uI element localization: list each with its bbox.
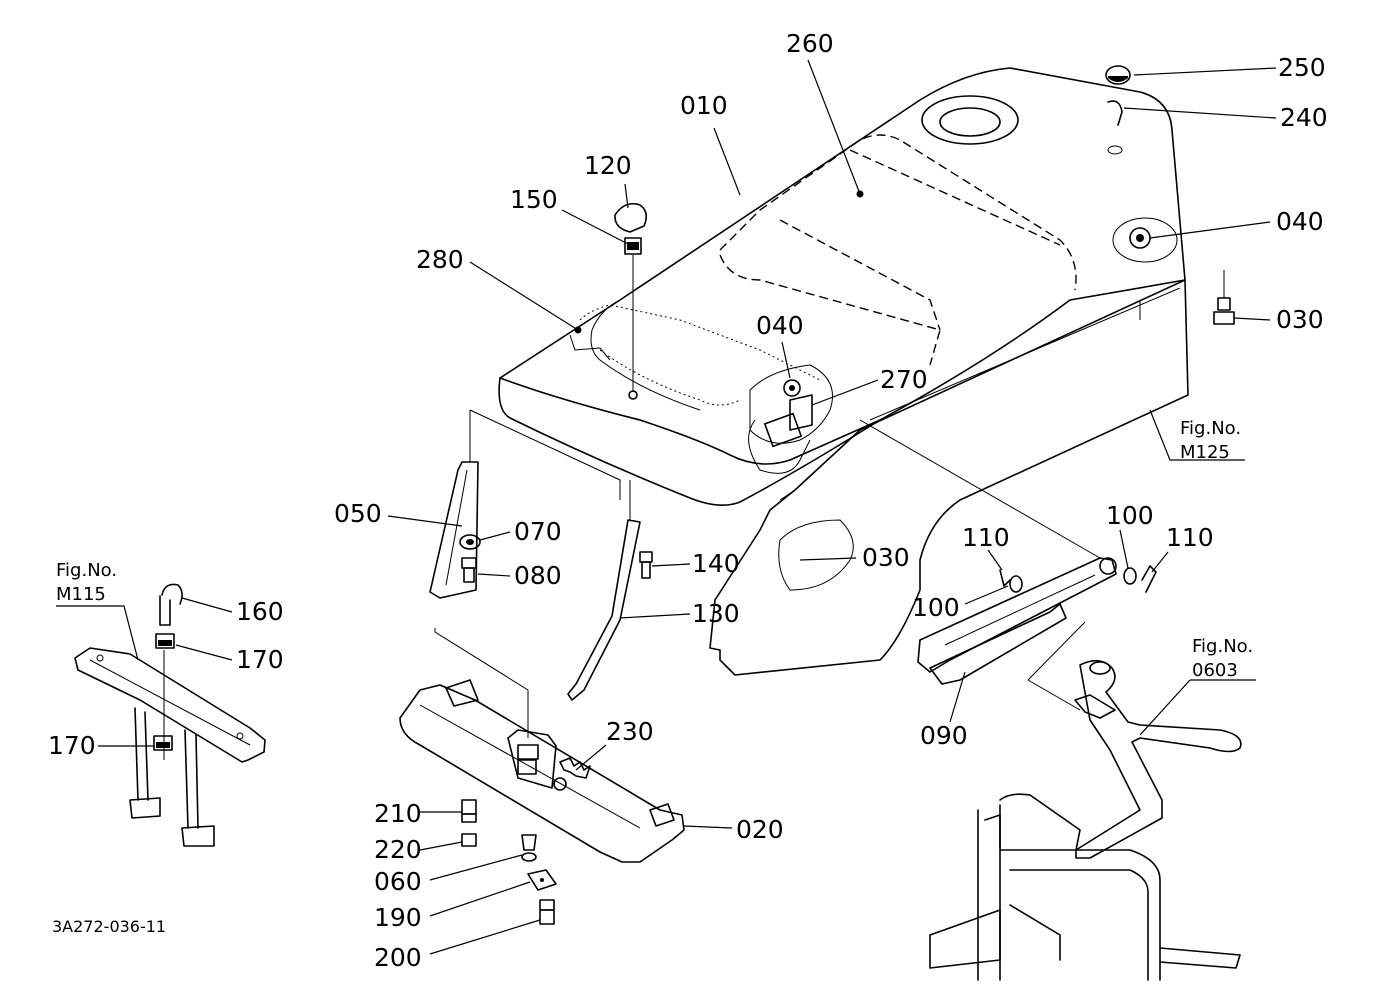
label-080: 080 — [514, 561, 562, 590]
bolt-030-right — [1213, 270, 1235, 325]
knob-120 — [614, 202, 648, 233]
strap-050 — [429, 409, 621, 599]
label-100-top: 100 — [1106, 501, 1154, 530]
pin-160 — [159, 583, 183, 626]
label-250: 250 — [1278, 53, 1326, 82]
label-130: 130 — [692, 599, 740, 628]
ref-m115-title: Fig.No. — [56, 560, 117, 581]
label-220: 220 — [374, 835, 422, 864]
nut-170-bottom — [153, 735, 173, 751]
screw-140 — [639, 551, 653, 579]
label-010: 010 — [680, 91, 728, 120]
label-090: 090 — [920, 721, 968, 750]
label-110-right: 110 — [1166, 523, 1214, 552]
part-labels: 260 250 240 010 120 150 040 280 030 040 … — [48, 29, 1328, 972]
drawing-code: 3A272-036-11 — [52, 917, 166, 936]
nut-070 — [459, 534, 481, 550]
label-210: 210 — [374, 799, 422, 828]
plate-190 — [527, 869, 557, 891]
washer-100-left — [1009, 575, 1023, 593]
label-160: 160 — [236, 597, 284, 626]
bolt-060 — [521, 834, 537, 862]
ref-m125-title: Fig.No. — [1180, 418, 1241, 439]
label-030-right: 030 — [1276, 305, 1324, 334]
ref-m125-code: M125 — [1180, 442, 1230, 463]
ref-0603-title: Fig.No. — [1192, 636, 1253, 657]
label-100-left: 100 — [912, 593, 960, 622]
pin-110-right — [1141, 565, 1157, 593]
latch-bracket-270 — [749, 364, 833, 448]
label-120: 120 — [584, 151, 632, 180]
label-060: 060 — [374, 867, 422, 896]
label-140: 140 — [692, 549, 740, 578]
cap-250 — [1105, 65, 1131, 85]
label-280: 280 — [416, 245, 464, 274]
side-panel — [709, 279, 1189, 676]
label-030-center: 030 — [862, 543, 910, 572]
label-110-left: 110 — [962, 523, 1010, 552]
label-020: 020 — [736, 815, 784, 844]
bolt-200 — [539, 899, 555, 925]
rod-130 — [567, 480, 641, 701]
pin-110-left — [999, 569, 1011, 587]
figure-references: Fig.No. M125 Fig.No. M115 Fig.No. 0603 — [56, 418, 1253, 681]
bolt-080 — [461, 557, 477, 583]
label-260: 260 — [786, 29, 834, 58]
spring-230 — [559, 757, 591, 779]
label-200: 200 — [374, 943, 422, 972]
hinge-090 — [859, 419, 1117, 711]
ref-0603-code: 0603 — [1192, 660, 1238, 681]
ref-m115-code: M115 — [56, 584, 106, 605]
nut-040-right — [1129, 227, 1151, 249]
leader-lines — [56, 59, 1277, 955]
label-240: 240 — [1280, 103, 1328, 132]
label-040-right: 040 — [1276, 207, 1324, 236]
label-040-center: 040 — [756, 311, 804, 340]
grommet-150 — [624, 237, 642, 400]
washer-100-right — [1123, 567, 1137, 585]
frame-assembly-m115 — [74, 647, 266, 847]
label-170-top: 170 — [236, 645, 284, 674]
label-190: 190 — [374, 903, 422, 932]
label-170-bottom: 170 — [48, 731, 96, 760]
pin-240 — [1107, 100, 1123, 126]
label-230: 230 — [606, 717, 654, 746]
label-070: 070 — [514, 517, 562, 546]
bumper-020 — [399, 628, 685, 863]
bolt-stack-210-220 — [461, 799, 477, 847]
frame-assembly-0603 — [929, 659, 1242, 981]
label-050: 050 — [334, 499, 382, 528]
nut-170-top — [155, 633, 175, 649]
hood-part-010 — [498, 67, 1186, 506]
label-150: 150 — [510, 185, 558, 214]
label-270: 270 — [880, 365, 928, 394]
